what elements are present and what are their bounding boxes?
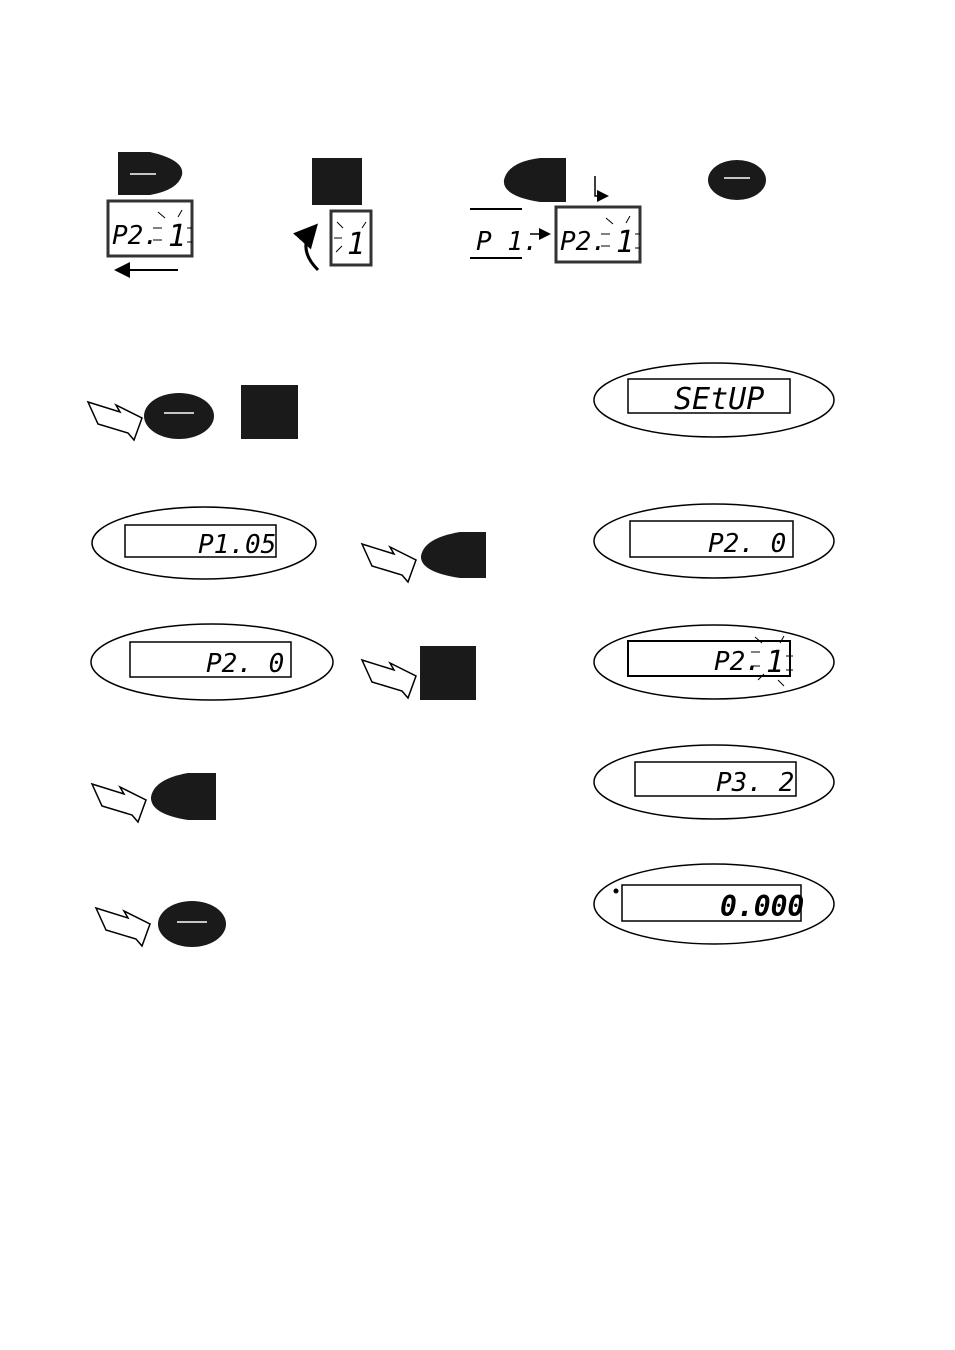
press-arrow-1 xyxy=(88,402,142,440)
display-p2-edit-digit: 1 xyxy=(766,645,784,680)
press-arrow-4 xyxy=(92,784,146,822)
display-p3-text: P3. 2 xyxy=(716,768,794,798)
step2-enter-button-icon xyxy=(421,532,486,578)
step5-minus-button-icon xyxy=(158,901,226,947)
step3-square-button-icon xyxy=(420,646,476,700)
press-arrow-5 xyxy=(96,908,150,946)
legend-display-3-digit: 1 xyxy=(616,225,634,260)
display-p1-text: P1.05 xyxy=(198,530,276,560)
cycle-arrow-icon xyxy=(306,228,318,270)
step1-minus-button-icon xyxy=(144,393,214,439)
indicator-dot xyxy=(614,889,619,894)
down-right-arrow-icon xyxy=(595,176,606,196)
enter-button-icon xyxy=(504,158,566,202)
press-arrow-2 xyxy=(362,544,416,582)
legend-display-1-param: P2. xyxy=(112,221,159,251)
step4-enter-button-icon xyxy=(151,773,216,820)
legend-display-1: P2. 1 xyxy=(108,201,192,256)
legend-display-3: P 1. P2. 1 xyxy=(470,207,640,262)
press-arrow-3 xyxy=(362,660,416,698)
display-setup-text: SEtUP xyxy=(674,382,764,417)
legend-display-2-digit: 1 xyxy=(347,227,365,262)
step1-square-button-icon xyxy=(241,385,298,439)
legend-display-3-param: P2. xyxy=(560,227,607,257)
minus-button-icon xyxy=(708,160,766,200)
legend-display-2: 1 xyxy=(331,211,371,265)
display-p2-left-text: P2. 0 xyxy=(206,649,284,679)
display-final-text: 0.000 xyxy=(720,890,804,923)
legend-display-1-digit: 1 xyxy=(168,219,186,254)
square-button-icon xyxy=(312,158,362,205)
legend-display-3-from: P 1. xyxy=(476,227,539,257)
display-p2-right-text: P2. 0 xyxy=(708,529,786,559)
